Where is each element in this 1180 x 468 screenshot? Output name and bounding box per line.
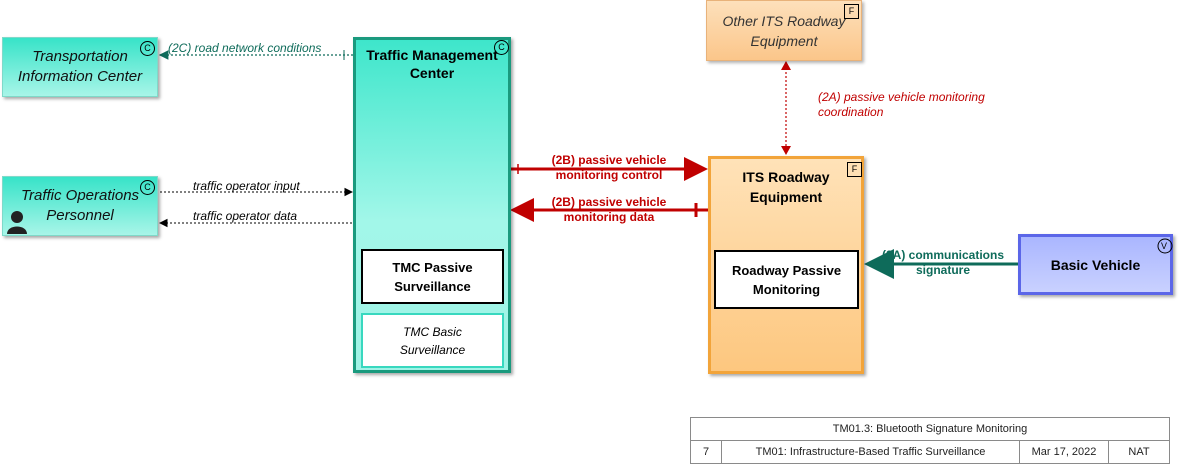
title-block-page: 7 [690, 440, 722, 464]
title-block-title: TM01.3: Bluetooth Signature Monitoring [690, 417, 1170, 441]
node-tic-label: Transportation Information Center [17, 48, 143, 85]
center-badge-icon: C [140, 41, 155, 56]
flow-pvm-control-label: (2B) passive vehicle monitoring control [551, 153, 667, 182]
vehicle-badge-icon [1157, 238, 1173, 254]
flow-operator-input-label: traffic operator input [193, 179, 300, 193]
pe-roadway-passive-label: Roadway Passive Monitoring [731, 262, 842, 297]
node-other-its-roadway-equipment[interactable]: Other ITS Roadway Equipment F [706, 0, 862, 61]
field-badge-icon: F [847, 162, 862, 177]
person-icon [7, 211, 27, 234]
title-block-date: Mar 17, 2022 [1019, 440, 1109, 464]
node-traffic-operations-personnel[interactable]: Traffic Operations Personnel C [2, 176, 158, 236]
flow-pvm-data-label: (2B) passive vehicle monitoring data [551, 195, 667, 224]
node-other-label: Other ITS Roadway Equipment [722, 12, 846, 49]
node-tmc-label: Traffic Management Center [366, 47, 498, 81]
center-badge-icon: C [140, 180, 155, 195]
pe-tmc-passive-label: TMC Passive Surveillance [392, 259, 473, 294]
field-badge-icon: F [844, 4, 859, 19]
center-badge-icon: C [494, 40, 509, 55]
node-vehicle-label: Basic Vehicle [1050, 256, 1141, 273]
pe-roadway-passive-monitoring[interactable]: Roadway Passive Monitoring [714, 250, 859, 309]
flow-comm-sig-label: (2A) communications signature [881, 248, 1004, 277]
title-block: TM01.3: Bluetooth Signature Monitoring 7… [690, 417, 1170, 464]
pe-tmc-basic-label: TMC Basic Surveillance [399, 324, 466, 357]
title-block-org: NAT [1108, 440, 1170, 464]
node-traffic-management-center[interactable]: Traffic Management Center C TMC Passive … [353, 37, 511, 373]
node-top-label: Traffic Operations Personnel [20, 187, 140, 224]
vehicle-badge-letter: V [1161, 241, 1168, 251]
node-its-label: ITS Roadway Equipment [742, 169, 830, 205]
pe-tmc-basic-surveillance[interactable]: TMC Basic Surveillance [361, 313, 504, 368]
flow-road-network-label: (2C) road network conditions [168, 41, 322, 55]
title-block-package: TM01: Infrastructure-Based Traffic Surve… [721, 440, 1020, 464]
flow-operator-data-label: traffic operator data [193, 209, 298, 223]
node-its-roadway-equipment[interactable]: ITS Roadway Equipment F Roadway Passive … [708, 156, 864, 374]
flow-pvm-coord-label: (2A) passive vehicle monitoring coordina… [818, 90, 985, 119]
pe-tmc-passive-surveillance[interactable]: TMC Passive Surveillance [361, 249, 504, 304]
node-basic-vehicle[interactable]: Basic Vehicle V [1018, 234, 1173, 295]
node-transportation-information-center[interactable]: Transportation Information Center C [2, 37, 158, 97]
